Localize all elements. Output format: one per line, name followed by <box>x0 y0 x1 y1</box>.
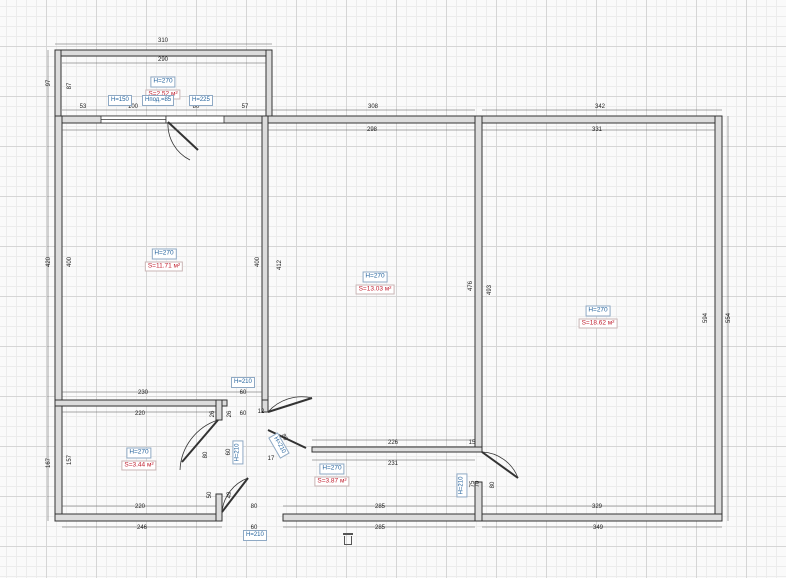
door-height-label-top: H=225 <box>189 95 213 106</box>
wall-right-lower <box>474 481 483 522</box>
door-height-label-bottom: H=210 <box>243 530 267 541</box>
dim-53: 53 <box>80 104 87 110</box>
dim-26-a: 26 <box>210 410 216 417</box>
dim-400-left: 400 <box>67 256 73 267</box>
room-label-middle: H=270 S=13.03 м² <box>355 271 395 295</box>
wall-main-right <box>714 115 723 522</box>
dim-285-b: 285 <box>375 525 386 531</box>
wall-mid-right <box>474 115 483 453</box>
dim-60-b: 60 <box>240 411 247 417</box>
wall-hall-left <box>261 399 269 413</box>
dim-310: 310 <box>158 38 169 44</box>
dim-100: 100 <box>128 104 139 110</box>
dim-60-bottom: 60 <box>251 525 258 531</box>
dim-80-right-door: 80 <box>490 481 496 488</box>
sill-height-label: Hпод.=85 <box>142 95 175 106</box>
wall-left-bottom <box>54 399 228 407</box>
dim-246: 246 <box>137 525 148 531</box>
wall-small-right-bottom <box>215 493 223 522</box>
dim-49: 49 <box>227 491 233 498</box>
dim-230: 230 <box>138 390 149 396</box>
dim-290: 290 <box>158 57 169 63</box>
door-height-label-mid: H=210 <box>231 377 255 388</box>
window <box>100 115 167 124</box>
dim-167: 167 <box>46 457 52 468</box>
dim-285-a: 285 <box>375 504 386 510</box>
door-height-label-small: H=210 <box>232 440 244 465</box>
dim-15-a: 15 <box>469 440 476 446</box>
doors <box>165 115 519 513</box>
dim-80-bottom: 80 <box>251 504 258 510</box>
dim-400-right: 400 <box>255 256 261 267</box>
dim-331: 331 <box>592 127 603 133</box>
dim-75: 75 <box>470 480 476 487</box>
dim-26-b: 26 <box>227 410 233 417</box>
dimension-labels: 310 290 97 87 53 100 80 57 308 342 298 3… <box>46 38 732 531</box>
dim-12: 12 <box>258 409 265 415</box>
dim-329: 329 <box>592 504 603 510</box>
dim-420: 420 <box>46 256 52 267</box>
dimension-lines <box>47 43 729 528</box>
wall-loggia-left <box>54 49 62 123</box>
wall-loggia-top <box>54 49 273 57</box>
room-label-hall: H=270 S=3.87 м² <box>314 463 350 487</box>
room-label-small: H=270 S=3.44 м² <box>121 447 157 471</box>
dim-60-a: 60 <box>240 390 247 396</box>
wall-main-left <box>54 115 63 522</box>
dim-412: 412 <box>277 259 283 270</box>
wall-left-right <box>261 115 269 407</box>
dim-80-door: 80 <box>280 433 289 442</box>
dim-342: 342 <box>595 104 606 110</box>
dim-349: 349 <box>593 525 604 531</box>
wall-small-right-top <box>215 399 223 421</box>
dim-57: 57 <box>242 104 249 110</box>
wall-loggia-right <box>265 49 273 118</box>
room-label-left: H=270 S=11.71 м² <box>144 248 184 272</box>
dim-594: 594 <box>703 312 709 323</box>
window-height-label: H=150 <box>108 95 132 106</box>
dim-80: 80 <box>193 104 200 110</box>
door-height-label-right: H=210 <box>456 473 468 498</box>
wall-main-bottom-left <box>54 513 223 522</box>
dim-554: 554 <box>726 312 732 323</box>
dim-493: 493 <box>487 284 493 295</box>
room-label-right: H=270 S=18.62 м² <box>578 305 618 329</box>
dim-87: 87 <box>67 82 73 89</box>
wall-main-bottom-right <box>282 513 723 522</box>
dim-60-small: 60 <box>226 448 232 455</box>
dim-308: 308 <box>368 104 379 110</box>
dim-220-top: 220 <box>135 411 146 417</box>
dim-17: 17 <box>268 456 275 462</box>
dim-50: 50 <box>207 491 213 498</box>
dim-220-bottom: 220 <box>135 504 146 510</box>
trash-icon[interactable] <box>343 533 353 545</box>
dim-97: 97 <box>46 79 52 86</box>
wall-mid-bottom <box>311 446 483 453</box>
dim-231: 231 <box>388 461 399 467</box>
dim-157: 157 <box>67 454 73 465</box>
dim-70: 70 <box>475 480 481 487</box>
dim-298: 298 <box>367 127 378 133</box>
dim-80-small-door: 80 <box>203 451 209 458</box>
dim-226: 226 <box>388 440 399 446</box>
dim-476: 476 <box>468 280 474 291</box>
